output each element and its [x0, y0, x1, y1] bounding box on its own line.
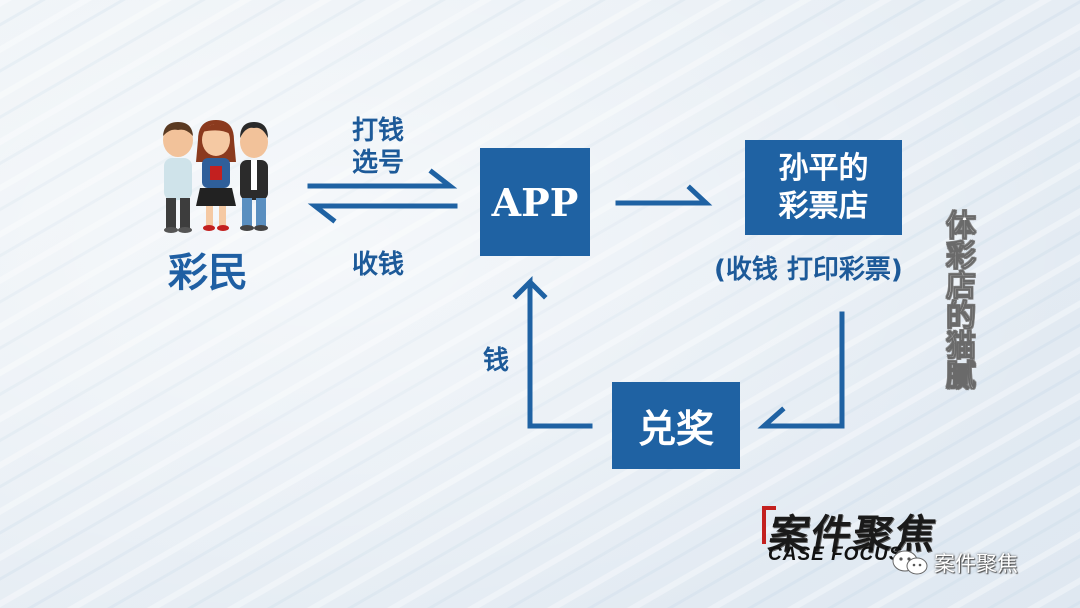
lottery-buyers-icon [163, 120, 268, 233]
side-caption-char: 猫 [946, 329, 977, 364]
app-node: APP [480, 148, 590, 256]
pay-label-line1: 打钱 [352, 116, 405, 146]
store-node: 孙平的 彩票店 [745, 140, 902, 235]
watermark-text: 案件聚焦 [934, 552, 1018, 576]
money-label: 钱 [483, 346, 510, 376]
side-caption: 体 彩 店 的 猫 腻 [941, 209, 981, 394]
lottery-buyers-label: 彩民 [168, 250, 248, 296]
redeem-node: 兑奖 [612, 382, 740, 469]
collect-label: 收钱 [352, 250, 405, 280]
pay-label-line2: 选号 [352, 148, 405, 178]
redeem-node-label: 兑奖 [637, 407, 714, 451]
logo-english: CASE FOCUS [768, 544, 903, 565]
arrow-app-to-buyers [307, 203, 458, 224]
side-caption-char: 腻 [946, 359, 977, 394]
arrow-redeem-to-app [512, 275, 593, 429]
arrow-app-to-store [615, 184, 713, 206]
store-node-line1: 孙平的 [778, 150, 869, 186]
show-logo: 案件聚焦 CASE FOCUS [762, 500, 958, 572]
side-caption-char: 体 [946, 209, 977, 244]
wechat-icon [892, 550, 928, 575]
side-caption-char: 店 [946, 269, 977, 304]
woman-figure [196, 120, 236, 231]
man-right-figure [240, 122, 268, 231]
wechat-watermark: 案件聚焦 [890, 546, 1018, 580]
arrow-buyers-to-app [307, 168, 458, 189]
store-node-line2: 彩票店 [778, 188, 869, 224]
man-left-figure [163, 122, 193, 233]
store-note: (收钱 打印彩票) [714, 255, 903, 285]
side-caption-char: 彩 [946, 239, 977, 274]
arrow-store-to-redeem [757, 311, 845, 429]
side-caption-char: 的 [946, 299, 977, 334]
app-node-label: APP [491, 179, 579, 225]
logo-bracket-icon [762, 506, 776, 544]
